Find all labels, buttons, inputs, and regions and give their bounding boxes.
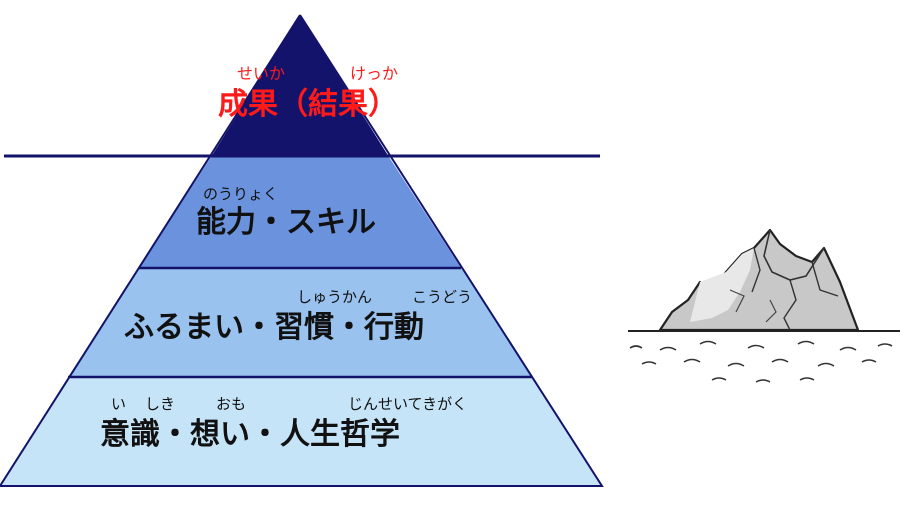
- pyramid-outline: [0, 14, 604, 487]
- top-label: 成果（結果）: [218, 87, 398, 122]
- layer-3-ruby-koudou: こうどう: [412, 288, 472, 306]
- top-ruby-seika: せいか: [237, 64, 285, 83]
- pyramid-layer-2: [139, 157, 461, 268]
- pyramid-layer-3: [68, 268, 532, 377]
- layer-3-label: ふるまい・習慣・行動: [124, 310, 424, 345]
- layer-4-ruby-omo: おも: [216, 395, 246, 413]
- layer-2-label: 能力・スキル: [196, 205, 376, 240]
- layer-4-ruby-i: い: [111, 395, 126, 413]
- pyramid-left-edge: [0, 14, 301, 487]
- layer-2-ruby: のうりょく: [203, 185, 278, 203]
- layer-3-ruby-shuukan: しゅうかん: [297, 288, 372, 306]
- pyramid-layer-top: [211, 15, 389, 157]
- layer-4-ruby-shiki: しき: [145, 395, 175, 413]
- iceberg-icon: [628, 228, 900, 383]
- layer-4-ruby-jinseitetsugaku: じんせいてきがく: [348, 395, 467, 413]
- pyramid-layer-4: [0, 377, 602, 486]
- top-ruby-kekka: けっか: [350, 64, 398, 83]
- layer-4-label: 意識・想い・人生哲学: [100, 417, 400, 452]
